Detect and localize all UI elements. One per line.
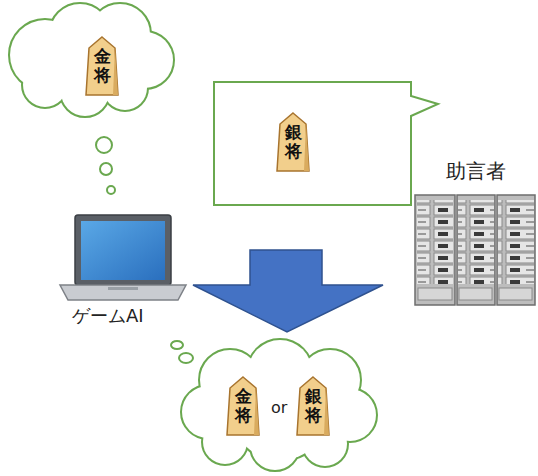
piece-text: 金将: [235, 376, 252, 424]
label-text: or: [271, 398, 287, 417]
down-arrow: [193, 250, 383, 332]
server-icon: [415, 195, 535, 305]
label-text: 助言者: [446, 158, 506, 185]
piece-text: 銀将: [305, 376, 322, 424]
shogi-piece: 銀将: [296, 376, 330, 436]
label-text: ゲームAI: [72, 304, 144, 328]
shogi-piece: 金将: [226, 376, 260, 436]
piece-text: 金将: [94, 36, 111, 84]
laptop-icon: [60, 215, 186, 300]
shogi-piece: 金将: [85, 36, 119, 96]
speech-bubble: [214, 82, 438, 205]
thought-cloud: [171, 340, 376, 470]
thought-cloud: [10, 4, 173, 194]
shogi-piece: 銀将: [276, 112, 310, 172]
piece-text: 銀将: [285, 112, 302, 160]
